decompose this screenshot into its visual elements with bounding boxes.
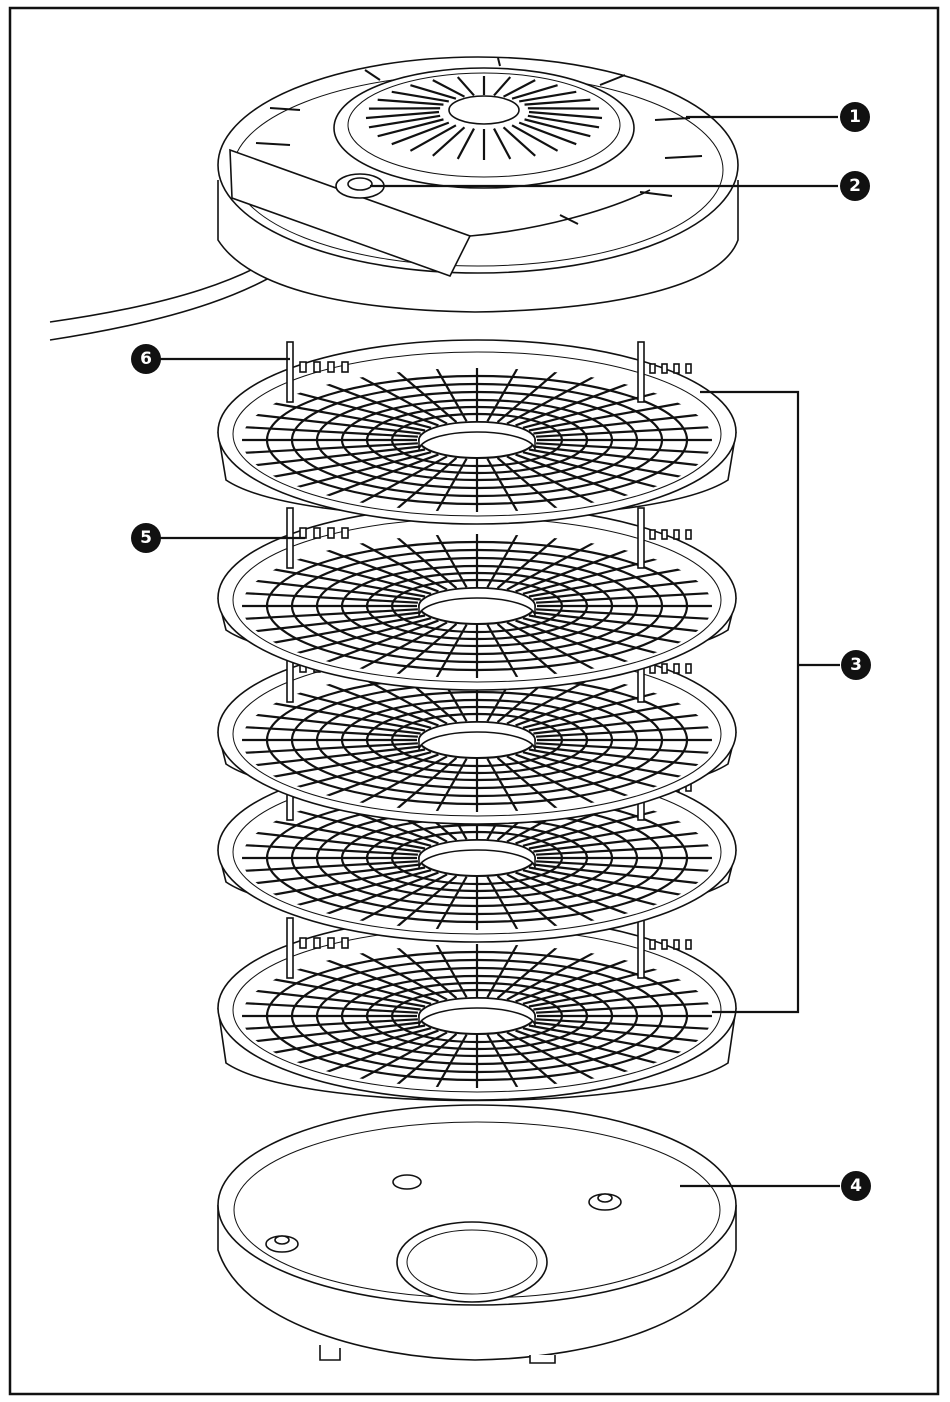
callout-6: 6 [131,344,161,374]
callout-2: 2 [840,171,870,201]
tray-5 [218,916,736,1101]
svg-text:3: 3 [850,655,862,675]
drying-trays [218,340,736,1101]
tray-2 [218,506,736,690]
svg-text:4: 4 [850,1176,862,1196]
svg-text:2: 2 [849,176,861,196]
callout-4: 4 [841,1171,871,1201]
callout-5: 5 [131,523,161,553]
svg-text:1: 1 [849,107,861,127]
callout-3: 3 [841,650,871,680]
svg-text:5: 5 [140,528,152,548]
callout-1: 1 [840,102,870,132]
motor-lid [218,57,738,312]
base-tray [218,1105,736,1363]
svg-text:6: 6 [140,349,152,369]
tray-1 [218,340,736,524]
